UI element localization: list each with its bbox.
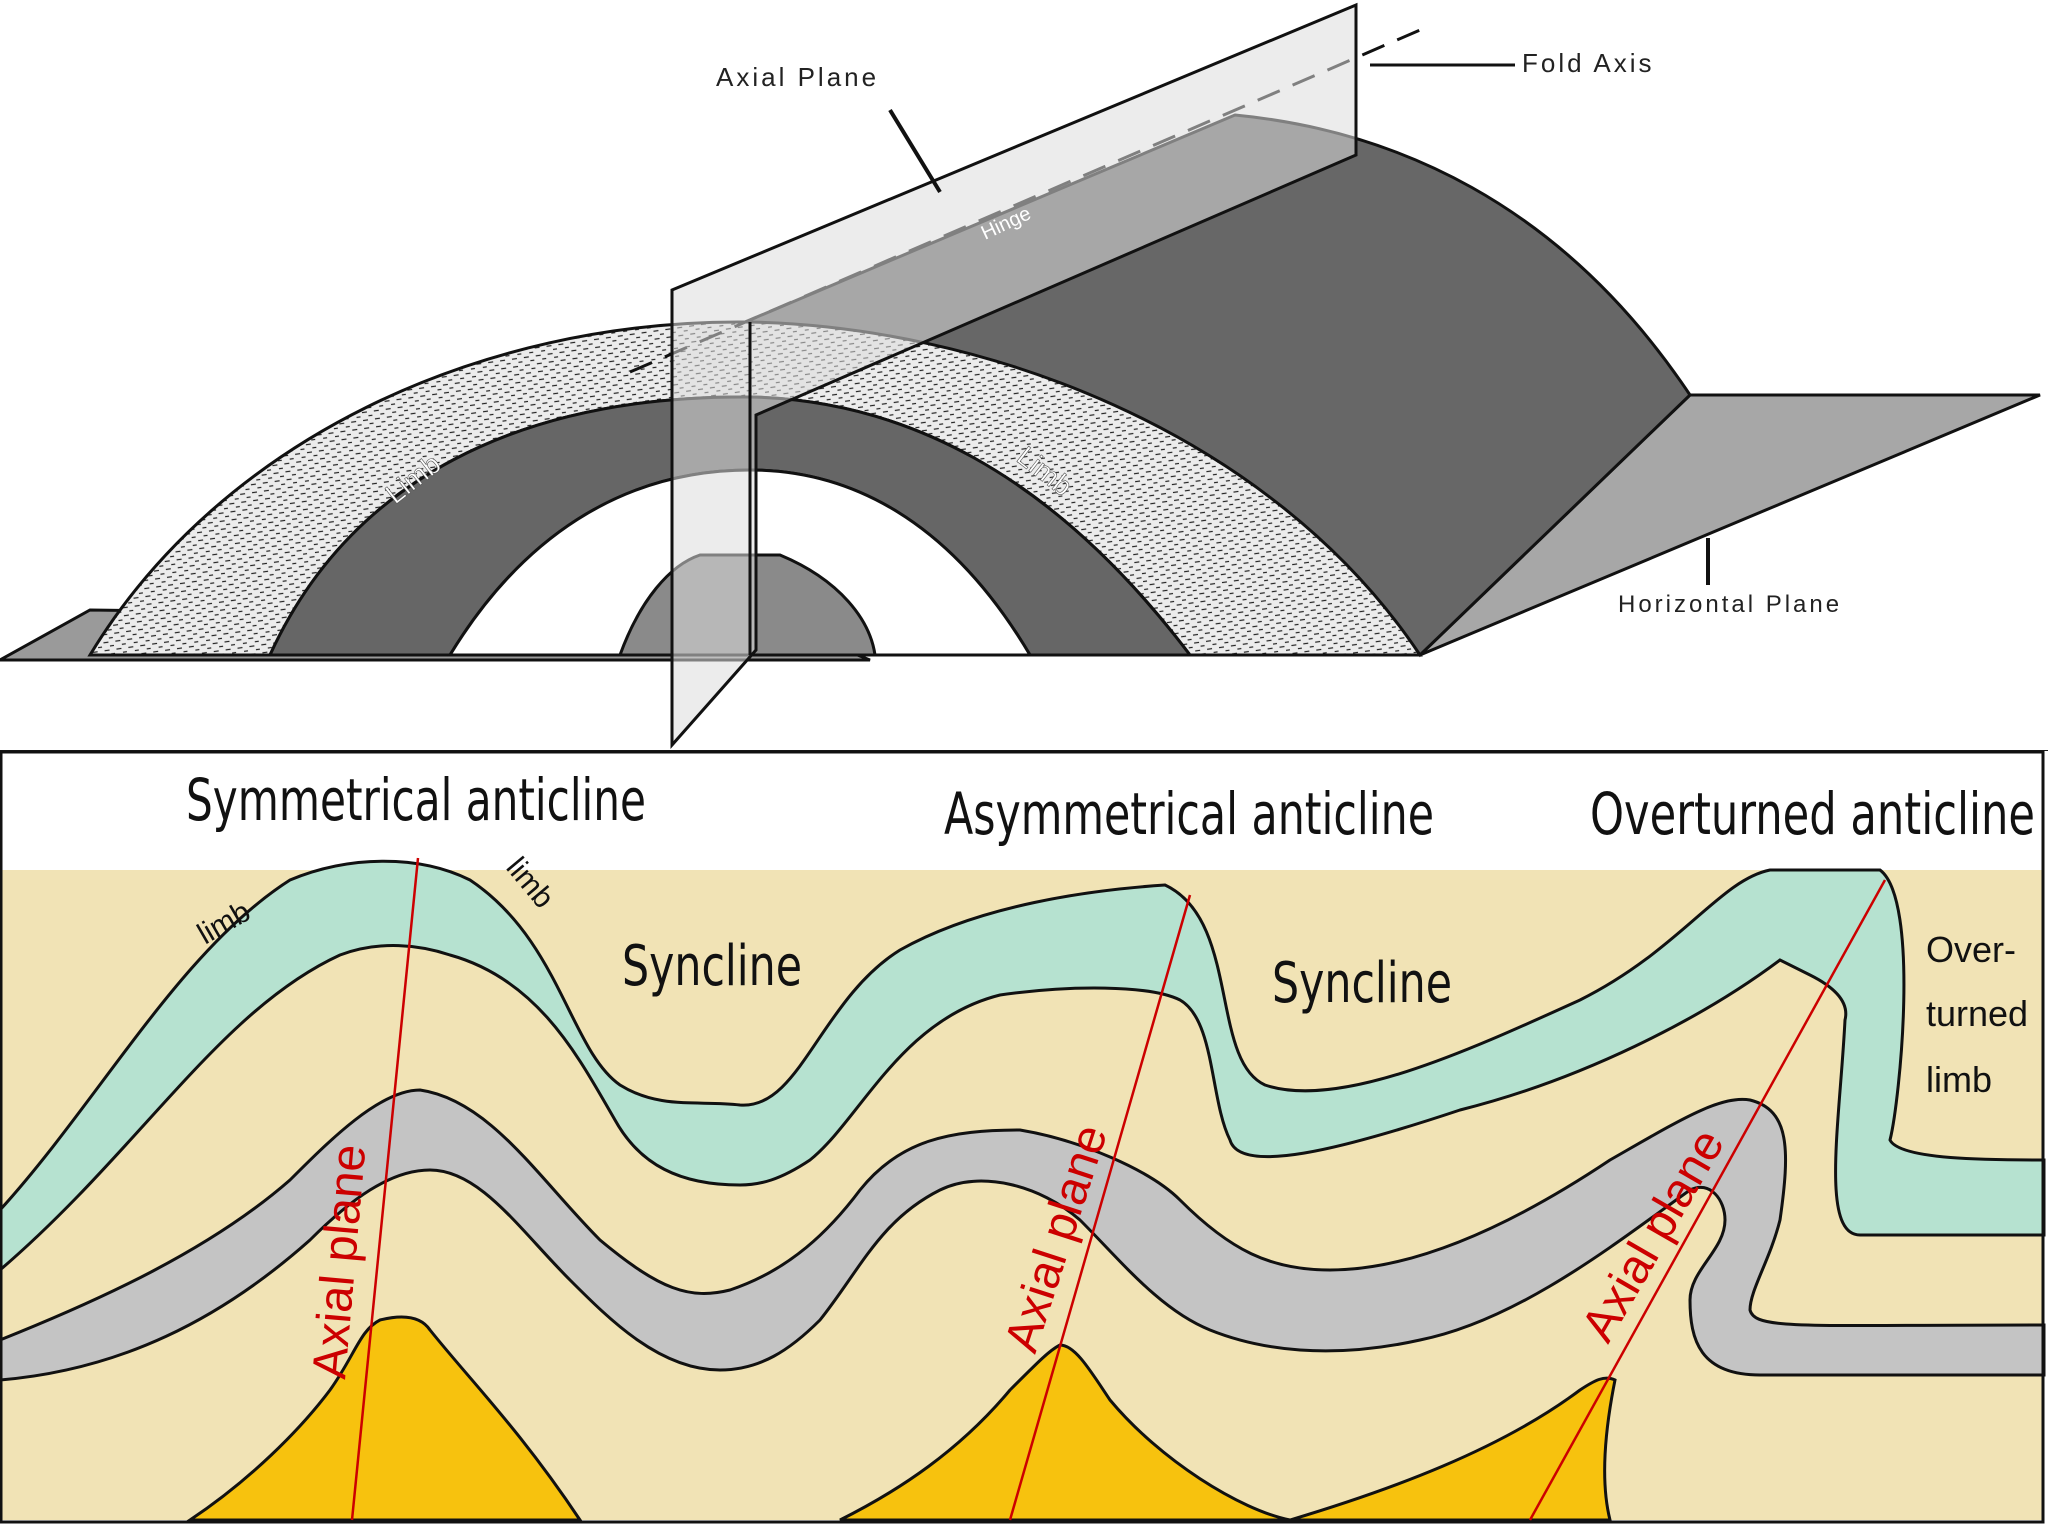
cross-section-frame — [0, 750, 2045, 1524]
axial-plane-leader — [888, 108, 942, 194]
bottom-fold-cross-section: Symmetrical anticline Asymmetrical antic… — [0, 750, 2048, 1524]
axial-plane-line-2 — [1008, 894, 1192, 1521]
overturned-limb-label-2: turned — [1926, 993, 2028, 1034]
gray-layer — [0, 1088, 2046, 1382]
axial-plane-line-3 — [1528, 879, 1887, 1521]
core-layer-3 — [1289, 1376, 1617, 1522]
axial-plane-label: Axial Plane — [716, 62, 879, 92]
axial-plane-line-1 — [350, 857, 420, 1521]
top-fold-diagram: Axial Plane Fold Axis Hinge Limb Limb Ho… — [0, 2, 2041, 749]
core-layer-1 — [185, 1315, 583, 1522]
overturned-limb-label-1: Over- — [1926, 929, 2016, 970]
axial-plane — [670, 2, 1358, 749]
asymmetrical-anticline-title: Asymmetrical anticline — [944, 780, 1434, 848]
syncline-label-2: Syncline — [1272, 951, 1452, 1016]
overturned-limb-label-3: limb — [1926, 1059, 1992, 1100]
horizontal-plane-label: Horizontal Plane — [1618, 591, 1842, 618]
syncline-label-1: Syncline — [622, 934, 802, 999]
fold-axis-label: Fold Axis — [1522, 48, 1655, 78]
overturned-anticline-title: Overturned anticline — [1590, 780, 2035, 848]
symmetrical-anticline-title: Symmetrical anticline — [186, 766, 646, 834]
